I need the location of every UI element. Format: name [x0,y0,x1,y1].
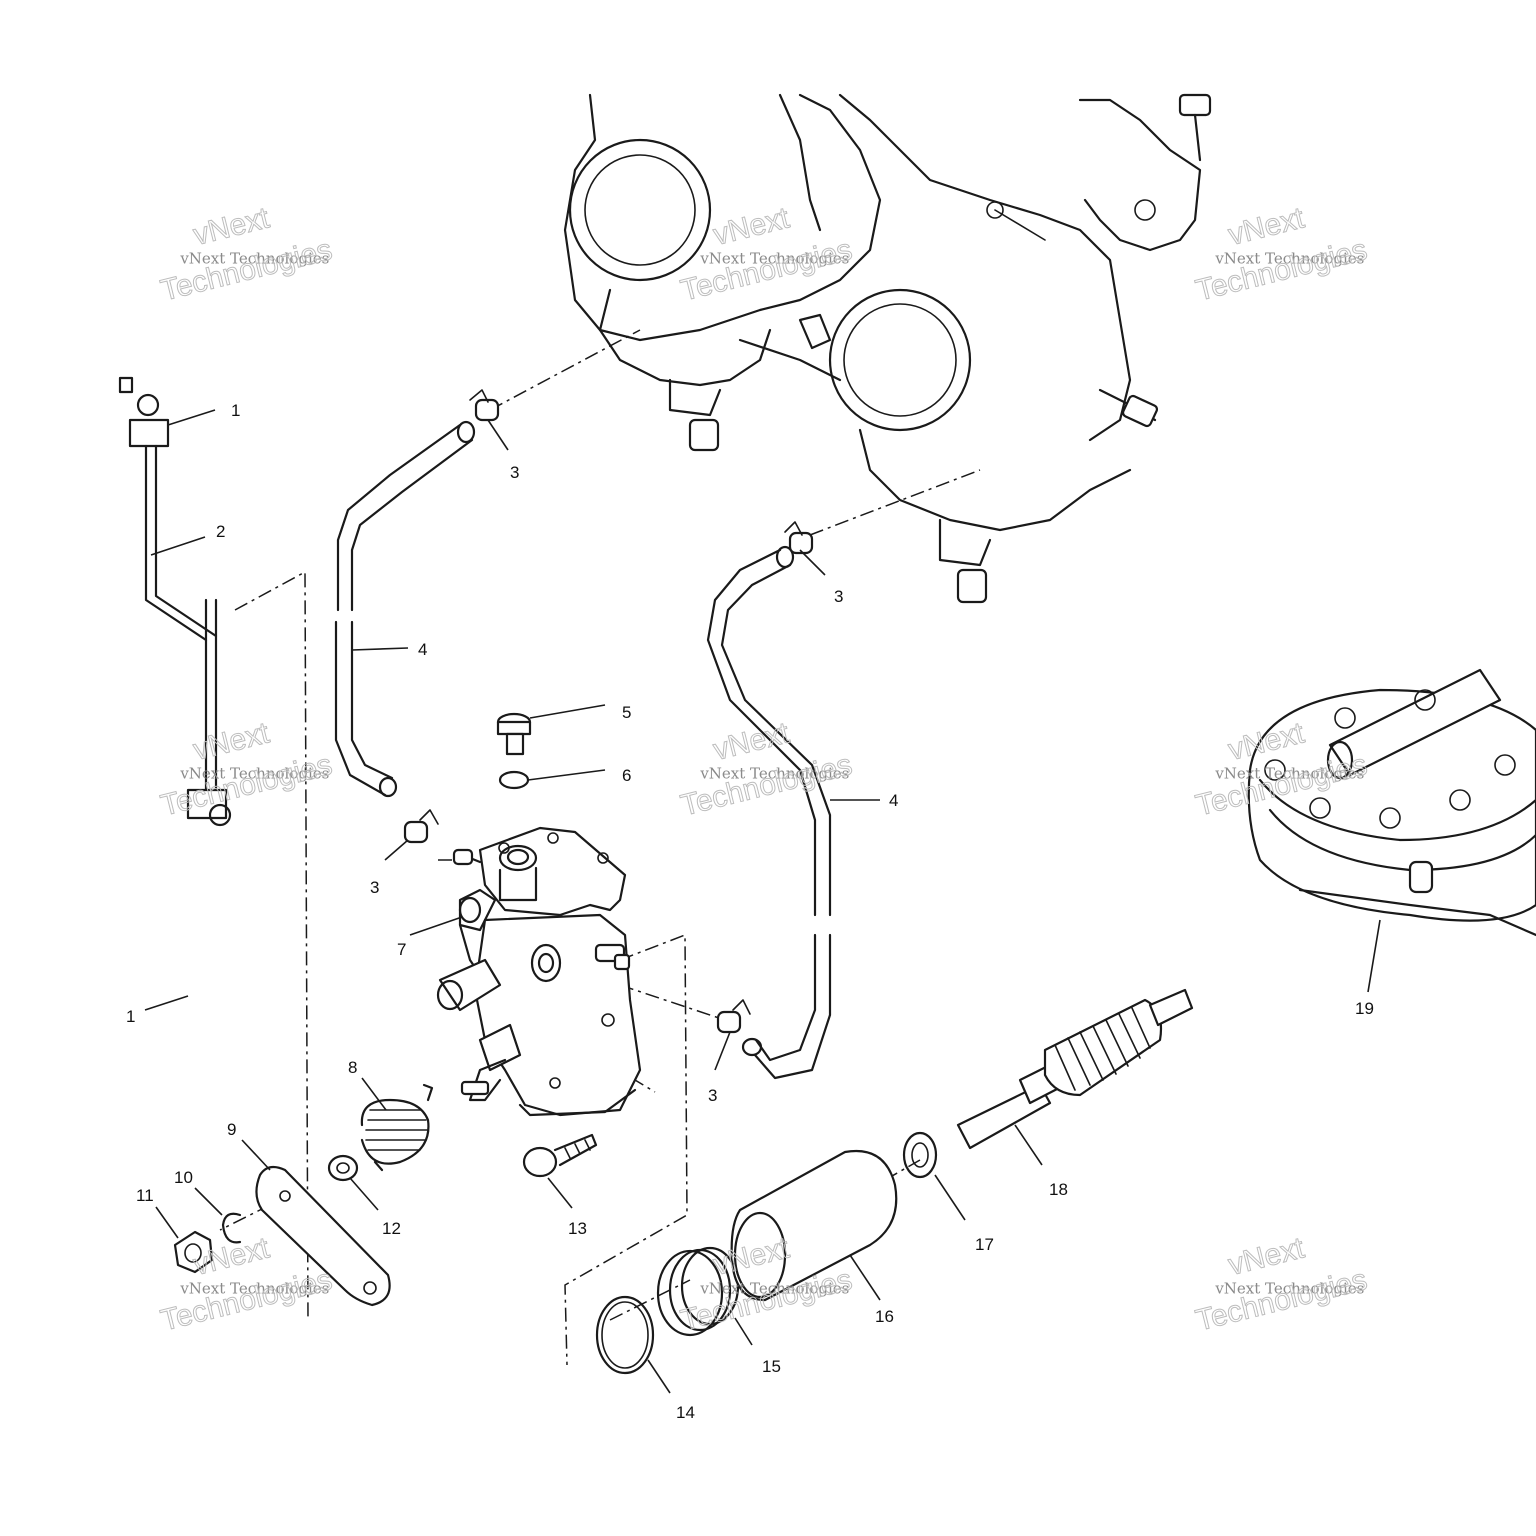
return-spring [360,1083,434,1172]
pump-lever [255,1165,391,1307]
drive-components [595,1131,938,1375]
callout-12: 12 [382,1219,401,1238]
svg-text:vNext: vNext [190,201,273,252]
svg-text:vNext Technologies: vNext Technologies [1214,1280,1364,1298]
svg-text:vNext: vNext [1225,201,1308,252]
flat-washer [327,1154,359,1182]
callout-17: 17 [975,1235,994,1254]
hose-clamp-4 [716,999,751,1034]
thrust-washer [902,1131,938,1179]
callout-3-right: 3 [834,587,843,606]
svg-text:vNext Technologies: vNext Technologies [699,250,849,268]
lock-nut [173,1230,214,1274]
callout-4-left: 4 [418,640,427,659]
svg-text:Technologies: Technologies [1193,233,1371,307]
svg-text:vNext Technologies: vNext Technologies [179,765,329,783]
callout-1-upper: 1 [231,401,240,420]
leader-lines [144,409,1381,1394]
callout-9: 9 [227,1120,236,1139]
carburetor-assembly [563,93,1212,604]
svg-text:vNext Technologies: vNext Technologies [1214,250,1364,268]
svg-text:vNext: vNext [710,716,793,767]
hose-clamp-2 [784,521,814,555]
callout-labels: 1 1 2 3 3 3 3 4 4 5 6 7 8 9 10 11 12 13 … [126,401,1374,1422]
callout-2: 2 [216,522,225,541]
callout-7: 7 [397,940,406,959]
o-ring [595,1295,655,1375]
watermark-1: vNext vNext Technologies Technologies [157,201,336,308]
svg-text:vNext: vNext [190,716,273,767]
watermark-9: vNext vNext Technologies Technologies [1192,1231,1371,1338]
callout-10: 10 [174,1168,193,1187]
hose-clamp-1 [469,389,500,422]
lever-hardware [173,1154,391,1307]
oil-pump-body [436,826,642,1117]
oil-reservoir-housing [1247,668,1536,937]
svg-text:vNext Technologies: vNext Technologies [179,250,329,268]
callout-11: 11 [136,1186,154,1205]
drive-sleeve [730,1149,898,1302]
callout-3-upper: 3 [510,463,519,482]
callout-3-left: 3 [370,878,379,897]
callout-14: 14 [676,1403,695,1422]
svg-text:vNext Technologies: vNext Technologies [699,1280,849,1298]
svg-text:Technologies: Technologies [1193,1263,1371,1337]
svg-text:Technologies: Technologies [158,748,336,822]
mounting-screw [522,1133,598,1178]
watermark-4: vNext vNext Technologies Technologies [157,716,336,823]
callout-5: 5 [622,703,631,722]
rod-end-fitting-upper [128,418,170,448]
watermark-3: vNext vNext Technologies Technologies [1192,201,1371,308]
callout-4-right: 4 [889,791,898,810]
callout-13: 13 [568,1219,587,1238]
callout-8: 8 [348,1058,357,1077]
callout-19: 19 [1355,999,1374,1018]
svg-text:Technologies: Technologies [158,1263,336,1337]
hose-clamp-3 [403,809,439,844]
callout-6: 6 [622,766,631,785]
oil-hose-left [334,420,476,798]
svg-text:vNext: vNext [1225,1231,1308,1282]
control-rod [144,444,208,642]
hose-clamps [403,389,814,1034]
svg-text:Technologies: Technologies [678,233,856,307]
control-rod-assembly [118,376,232,827]
sealing-washer [498,770,530,790]
oil-hose-right [706,545,832,1080]
svg-text:vNext: vNext [710,201,793,252]
callout-18: 18 [1049,1180,1068,1199]
callout-15: 15 [762,1357,781,1376]
svg-text:Technologies: Technologies [158,233,336,307]
drive-shaft [956,988,1194,1150]
callout-16: 16 [875,1307,894,1326]
callout-1-lower: 1 [126,1007,135,1026]
svg-text:vNext Technologies: vNext Technologies [179,1280,329,1298]
callout-3-lower: 3 [708,1086,717,1105]
svg-text:vNext Technologies: vNext Technologies [1214,765,1364,783]
svg-text:vNext Technologies: vNext Technologies [699,765,849,783]
retaining-ring [221,1212,242,1244]
bolt-and-washer [496,712,532,790]
